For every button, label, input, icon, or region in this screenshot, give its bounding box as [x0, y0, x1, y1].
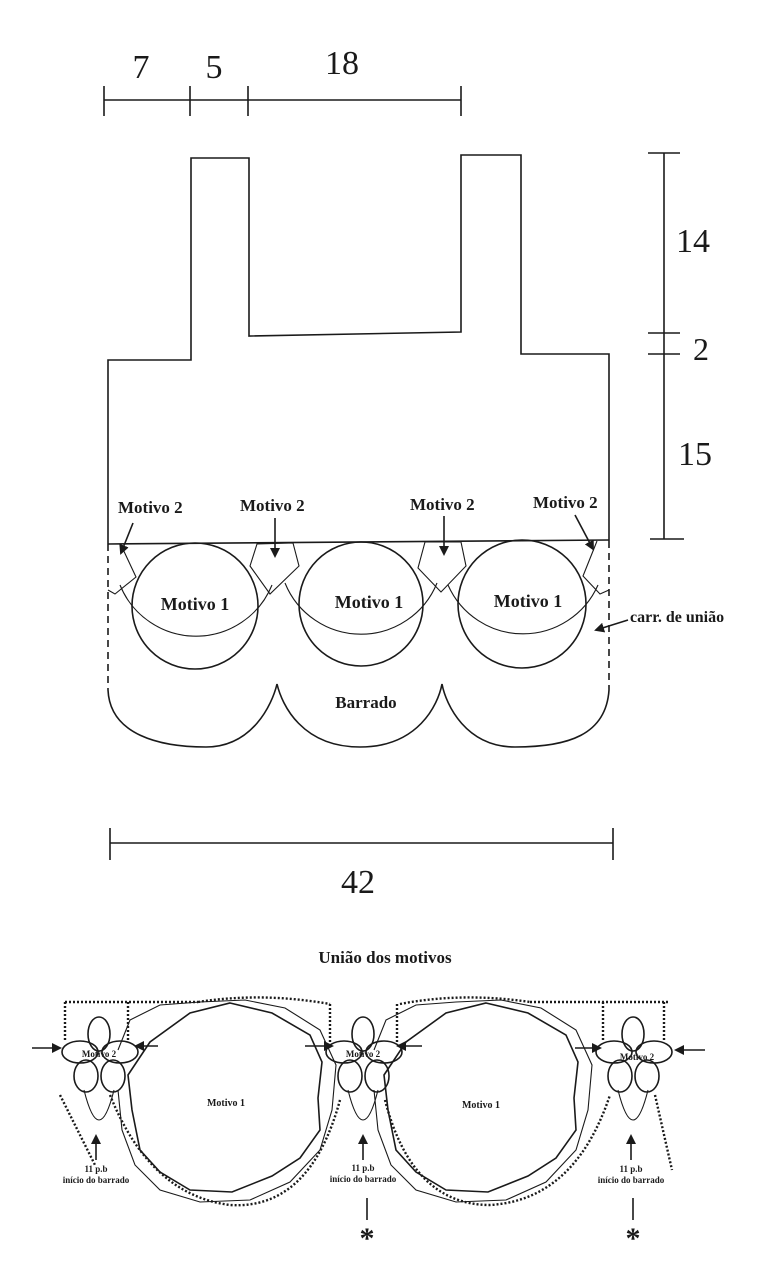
detail-start-label-1a: 11 p.b	[84, 1164, 107, 1174]
top-dimension-line	[103, 86, 462, 116]
detail-motif1-left	[117, 999, 337, 1203]
dim-label-18: 18	[325, 45, 359, 82]
motif1-label-3: Motivo 1	[494, 591, 562, 611]
detail-title: União dos motivos	[318, 948, 452, 967]
motif2-arrow-1	[119, 522, 134, 555]
motif2-label-3: Motivo 2	[410, 495, 475, 514]
right-dimension-line	[648, 152, 684, 540]
join-chain-arrow	[594, 619, 629, 633]
motif1-label-1: Motivo 1	[161, 594, 229, 614]
detail-motif2-label-3: Motivo 2	[620, 1052, 655, 1062]
motif2-shape-right	[582, 540, 610, 595]
motif1-circle-2	[284, 541, 438, 667]
join-chain-label: carr. de união	[630, 609, 724, 626]
detail-start-label-3a: 11 p.b	[619, 1164, 642, 1174]
dim-label-15: 15	[678, 436, 712, 473]
dim-label-14: 14	[676, 223, 710, 260]
dim-label-7: 7	[133, 49, 150, 86]
motif1-circle-3	[447, 539, 599, 669]
garment-outline	[107, 154, 610, 544]
motif2-label-4: Motivo 2	[533, 493, 598, 512]
detail-asterisk-2: *	[626, 1222, 641, 1255]
detail-start-label-2b: início do barrado	[330, 1174, 397, 1184]
detail-start-label-2a: 11 p.b	[351, 1163, 374, 1173]
motif1-label-2: Motivo 1	[335, 592, 403, 612]
detail-start-label-1b: início do barrado	[63, 1175, 130, 1185]
detail-motif1-right	[373, 999, 593, 1203]
motif2-shape-left	[107, 544, 137, 595]
detail-border-chains	[58, 1094, 674, 1207]
detail-motif2-label-2: Motivo 2	[346, 1049, 381, 1059]
detail-motif2-label-1: Motivo 2	[82, 1049, 117, 1059]
detail-start-label-3b: início do barrado	[598, 1175, 665, 1185]
detail-top-chain	[63, 996, 668, 1042]
bottom-dimension-line	[109, 828, 614, 860]
detail-motif2-flower-left	[61, 1016, 139, 1121]
motif2-label-1: Motivo 2	[118, 498, 183, 517]
border-scallops	[107, 683, 610, 748]
dim-label-5: 5	[206, 49, 223, 86]
motif2-shape-center-left	[249, 542, 300, 595]
motif2-label-2: Motivo 2	[240, 496, 305, 515]
border-label: Barrado	[335, 693, 396, 712]
motif2-shape-center-right	[417, 541, 467, 593]
detail-motif1-label-2: Motivo 1	[462, 1100, 500, 1111]
motif2-arrow-4	[574, 514, 594, 551]
dim-label-2: 2	[693, 331, 709, 367]
detail-motif2-flower-center	[325, 1016, 403, 1121]
dim-label-42: 42	[341, 864, 375, 901]
detail-asterisk-1: *	[360, 1222, 375, 1255]
motif1-circle-1	[119, 542, 273, 670]
detail-motif1-label-1: Motivo 1	[207, 1098, 245, 1109]
